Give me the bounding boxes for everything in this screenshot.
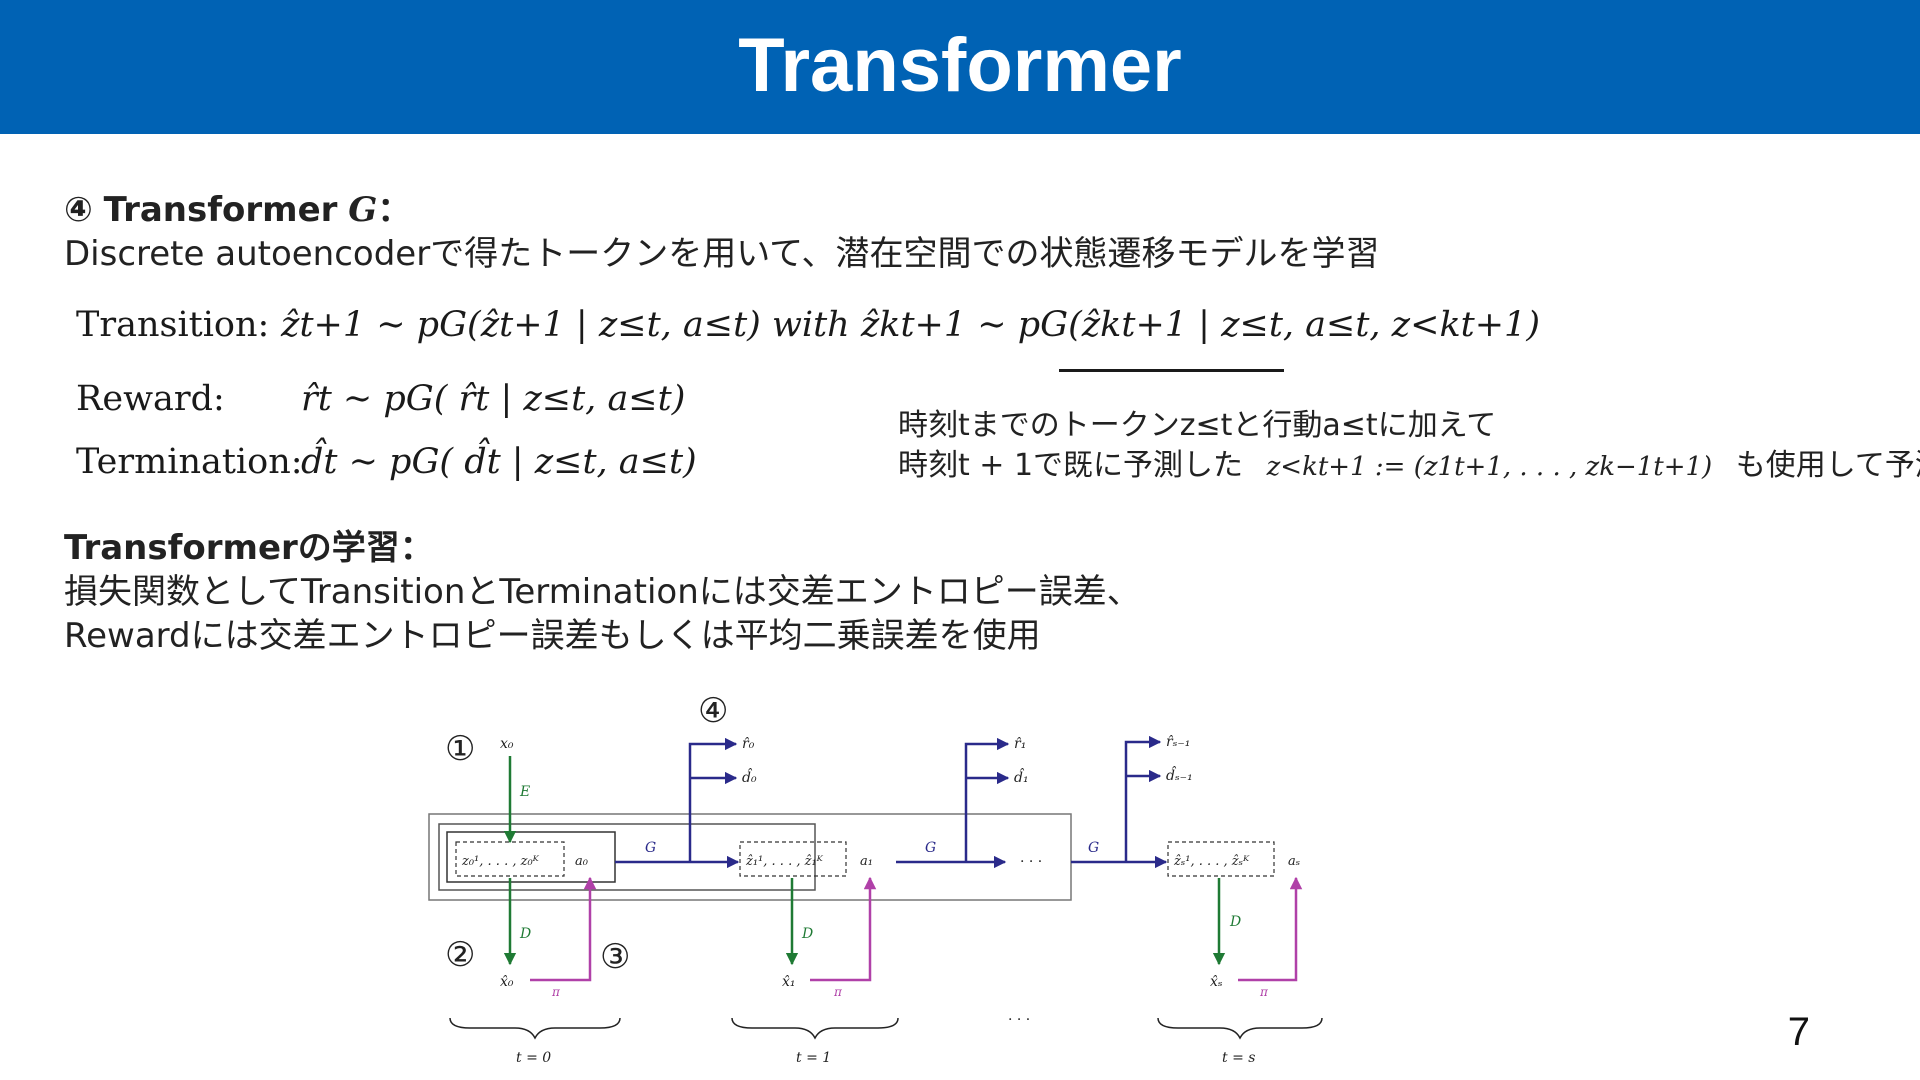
label-g-3: G [1088, 840, 1099, 856]
note-line-1: 時刻tまでのトークンz≤tと行動a≤tに加えて [898, 408, 1497, 443]
label-pi-s: π [1259, 985, 1269, 999]
reward-arrow-s [1124, 735, 1162, 862]
brace-ts [1157, 1017, 1323, 1040]
section-transformer-g: ④ Transformer G： [64, 188, 411, 232]
outer-context-box [428, 813, 1072, 901]
diagram-svg: ① ② ③ ④ x₀ E G G G D D D π π π z₀¹, . . … [428, 691, 1323, 1066]
label-d1: d̂₁ [1014, 767, 1029, 786]
heading-colon: ： [377, 190, 412, 230]
policy-arrow-s [1238, 876, 1303, 982]
section-heading: Transformer [103, 190, 338, 230]
label-t1: t = 1 [796, 1050, 831, 1066]
token-box-z0 [455, 841, 565, 877]
slide-title: Transformer [738, 22, 1182, 108]
section-number: ④ [64, 190, 93, 230]
label-xhat1: x̂₁ [782, 974, 796, 990]
label-as: aₛ [1288, 854, 1300, 869]
label-a0: a₀ [575, 854, 589, 869]
transition-label: Transition: [76, 305, 270, 345]
label-xhat0: x̂₀ [500, 974, 514, 990]
marker-1: ① [445, 729, 475, 769]
training-line-2: Rewardには交差エントロピー誤差もしくは平均二乗誤差を使用 [64, 616, 1041, 656]
label-z0: z₀¹, . . . , z₀ᴷ [461, 854, 540, 869]
label-decoder-s: D [1229, 914, 1241, 930]
label-d0: d̂₀ [742, 767, 757, 786]
context-box-t0 [446, 831, 616, 883]
marker-2: ② [445, 935, 475, 975]
brace-t0 [449, 1017, 621, 1040]
label-x0: x₀ [500, 736, 514, 752]
label-pi-1: π [833, 985, 843, 999]
world-model-diagram: ① ② ③ ④ x₀ E G G G D D D π π π z₀¹, . . … [420, 690, 1360, 1074]
note-line-2-prefix: 時刻t + 1で既に予測した [898, 448, 1244, 483]
section-description: Discrete autoencoderで得たトークンを用いて、潜在空間での状態… [64, 234, 1380, 274]
brace-t1 [731, 1017, 899, 1040]
policy-arrow-1 [810, 876, 877, 982]
label-z1: ẑ₁¹, . . . , ẑ₁ᴷ [745, 854, 824, 869]
label-a1: a₁ [860, 854, 873, 869]
token-box-zs [1167, 841, 1275, 877]
note-line-2-formula: z<kt+1 := (z1t+1, . . . , zk−1t+1) [1266, 452, 1713, 482]
section-training-heading: Transformerの学習： [64, 528, 434, 568]
reward-formula: r̂t ∼ pG( r̂t | z≤t, a≤t) [301, 379, 686, 419]
heading-symbol: G [348, 190, 378, 230]
termination-formula: d̂t ∼ pG( d̂t | z≤t, a≤t) [301, 442, 697, 482]
note-line-2: 時刻t + 1で既に予測した z<kt+1 := (z1t+1, . . . ,… [898, 440, 1920, 484]
label-xhats: x̂ₛ [1210, 974, 1223, 990]
formula-underline [1059, 369, 1284, 372]
reward-arrow-0 [688, 737, 738, 862]
label-r1: r̂₁ [1014, 736, 1026, 752]
marker-4: ④ [698, 691, 728, 731]
token-box-z1 [739, 841, 847, 877]
reward-arrow-1 [964, 737, 1010, 862]
transition-formula: ẑt+1 ∼ pG(ẑt+1 | z≤t, a≤t) with ẑkt+1 ∼ … [281, 305, 1540, 345]
note-line-2-suffix: も使用して予測 [1735, 448, 1920, 483]
policy-arrow-0 [530, 876, 597, 982]
label-ts: t = s [1222, 1050, 1255, 1066]
inner-context-box-1 [438, 823, 816, 891]
label-g-1: G [645, 840, 656, 856]
label-ds: d̂ₛ₋₁ [1166, 765, 1193, 784]
reward-label: Reward: [76, 379, 225, 419]
ellipsis-time: · · · [1008, 1012, 1030, 1028]
label-decoder-1: D [801, 926, 813, 942]
slide-header: Transformer [0, 0, 1920, 134]
label-encoder: E [519, 784, 530, 800]
termination-label: Termination: [76, 442, 303, 482]
training-line-1: 損失関数としてTransitionとTerminationには交差エントロピー誤… [64, 572, 1141, 612]
label-pi-0: π [551, 985, 561, 999]
ellipsis-tokens: · · · [1020, 854, 1042, 870]
label-decoder-0: D [519, 926, 531, 942]
label-r0: r̂₀ [742, 736, 755, 752]
label-zs: ẑₛ¹, . . . , ẑₛᴷ [1173, 854, 1250, 869]
label-rs: r̂ₛ₋₁ [1166, 734, 1190, 750]
label-t0: t = 0 [516, 1050, 551, 1066]
page-number: 7 [1787, 1010, 1810, 1054]
marker-3: ③ [600, 937, 630, 977]
label-g-2: G [925, 840, 936, 856]
